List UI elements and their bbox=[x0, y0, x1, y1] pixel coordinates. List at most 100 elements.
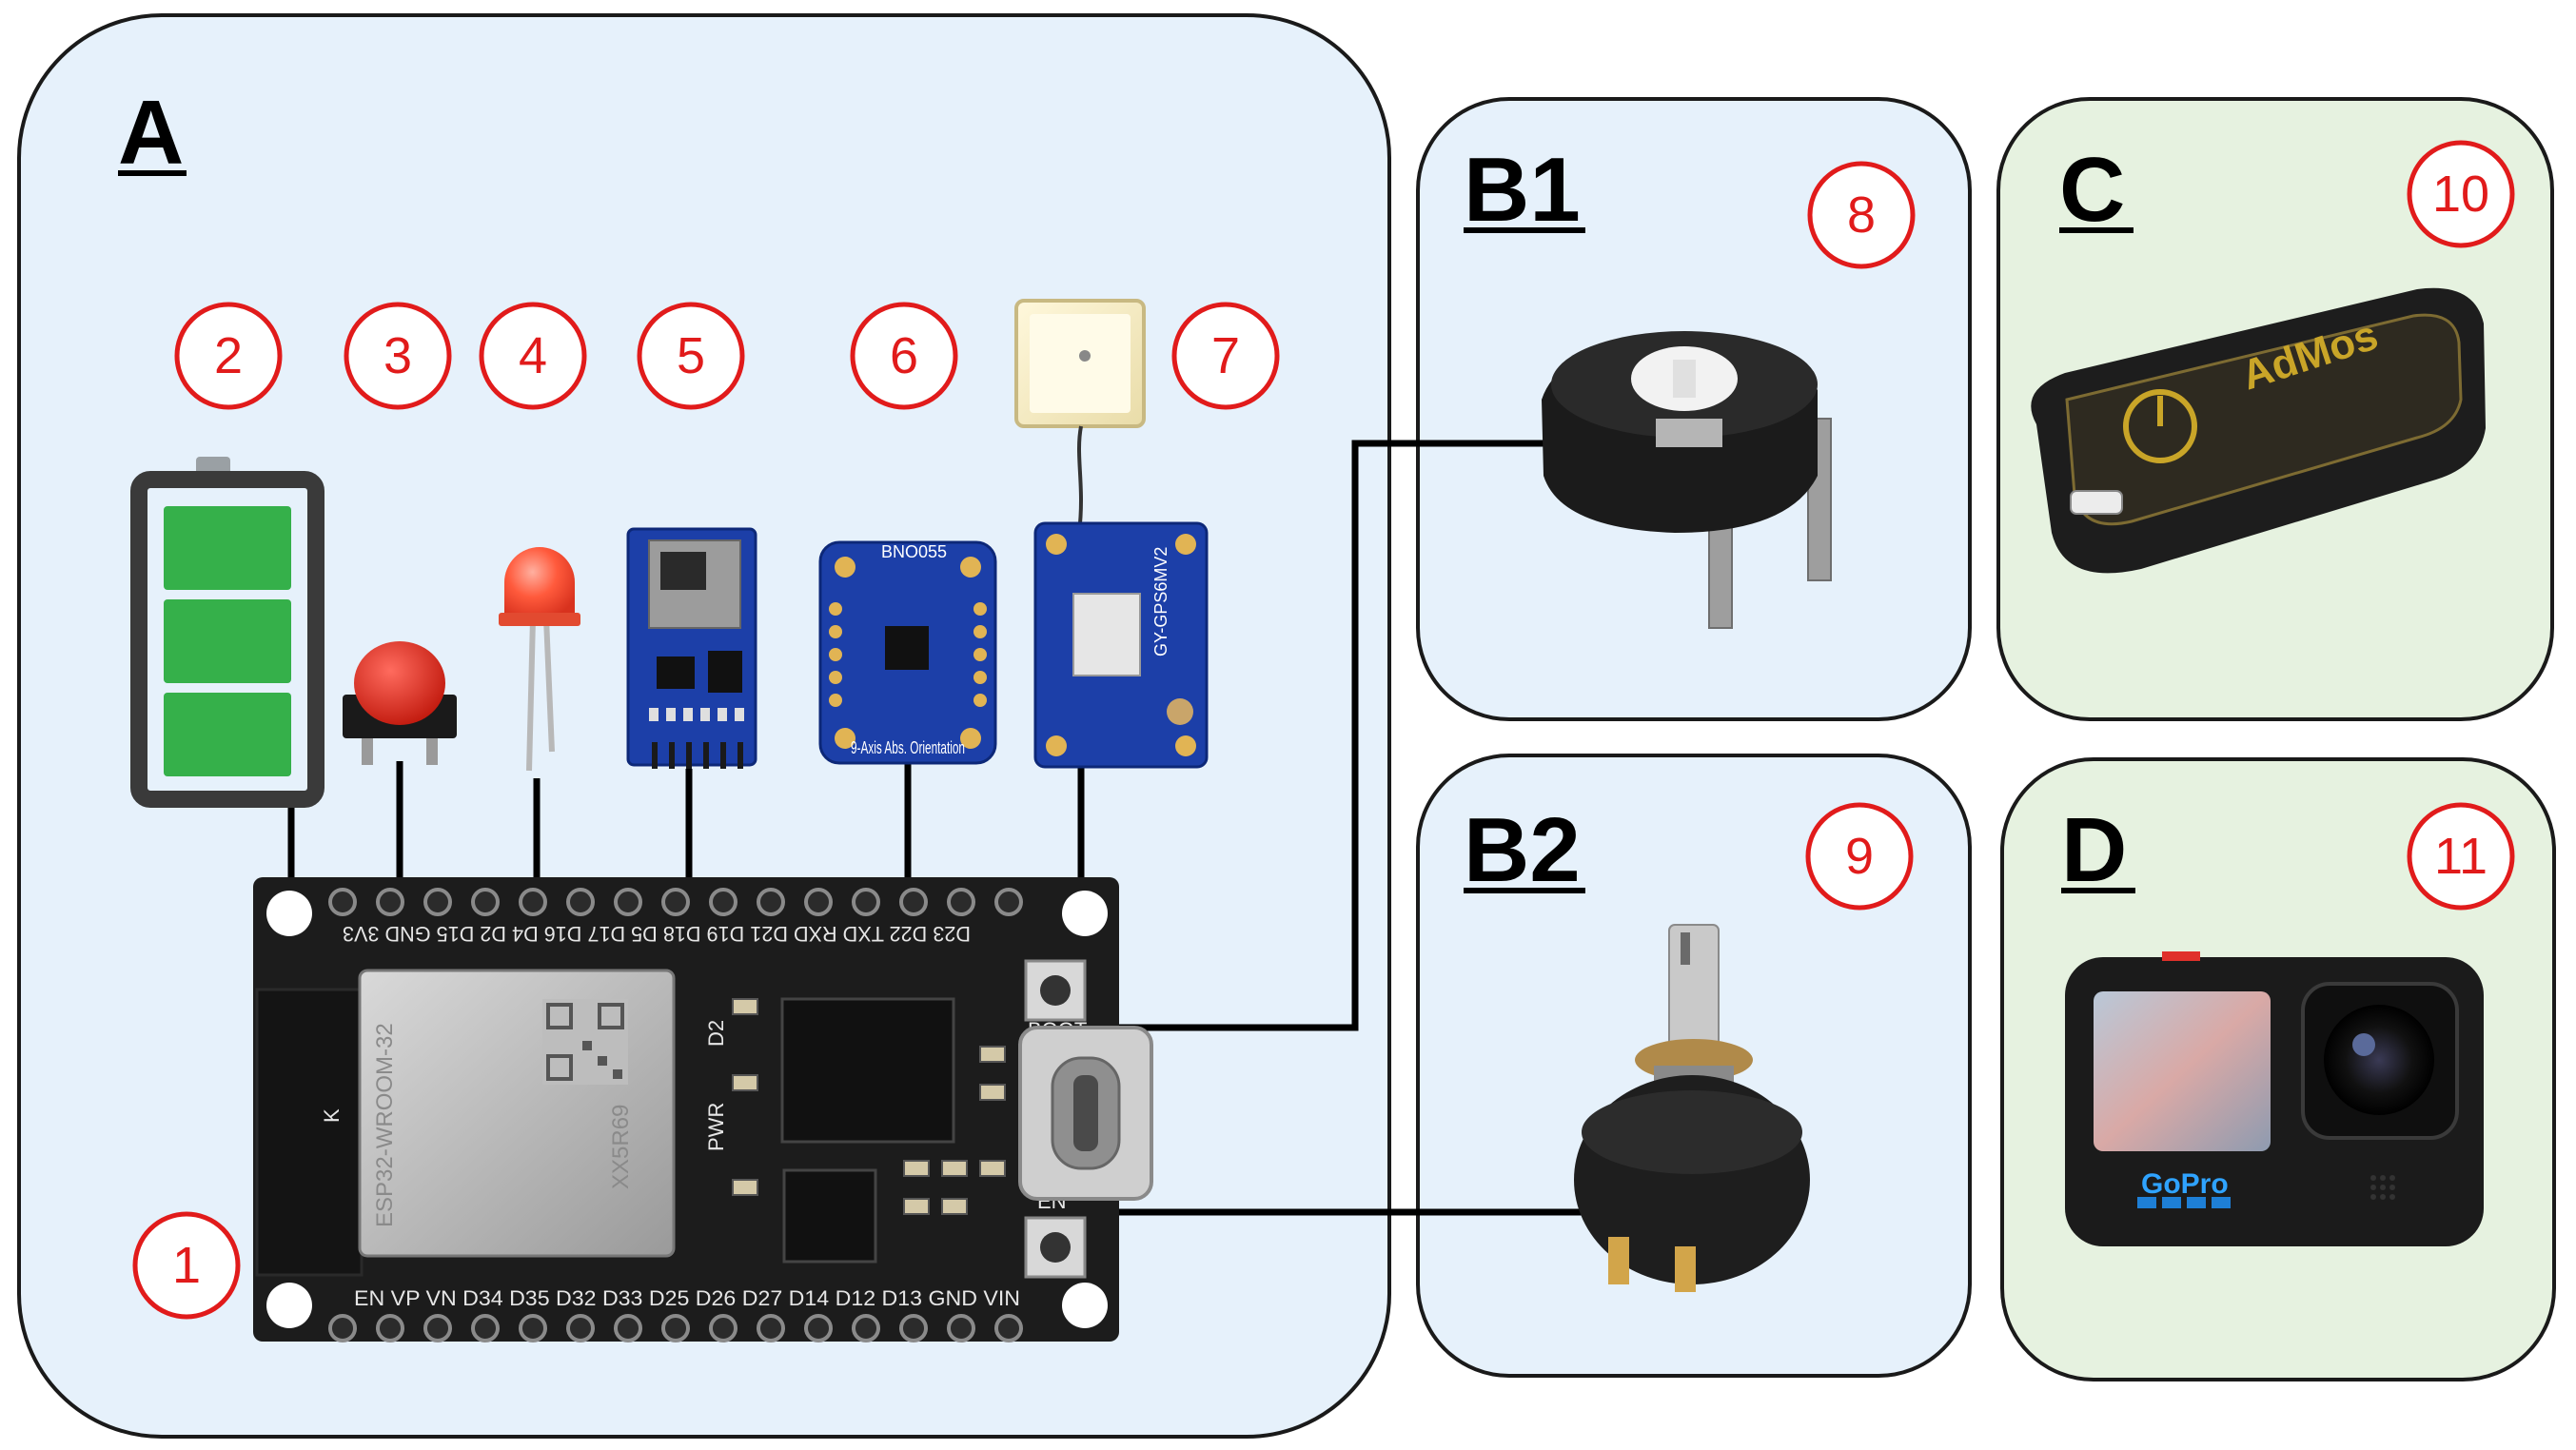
header-pin bbox=[471, 888, 500, 916]
header-pin bbox=[376, 1314, 404, 1342]
imu-sub-label: 9-Axis Abs. Orientation bbox=[851, 738, 965, 757]
header-pin bbox=[566, 1314, 595, 1342]
header-pin bbox=[804, 1314, 833, 1342]
d2-label: D2 bbox=[704, 1020, 728, 1047]
header-pin bbox=[709, 888, 737, 916]
admos-device-icon: AdMos bbox=[2031, 287, 2486, 574]
svg-text:2: 2 bbox=[214, 327, 243, 384]
smd-component bbox=[903, 1160, 930, 1177]
wire-potentiometer-b1 bbox=[1119, 440, 1549, 1031]
sd-card-module-icon bbox=[626, 527, 757, 769]
header-pin bbox=[994, 888, 1023, 916]
mount-hole bbox=[1062, 891, 1108, 936]
marker-11: 11 bbox=[2407, 802, 2515, 911]
header-pin bbox=[328, 888, 357, 916]
header-pin bbox=[471, 1314, 500, 1342]
antenna-area bbox=[255, 988, 364, 1277]
svg-text:8: 8 bbox=[1847, 186, 1876, 244]
header-pin bbox=[899, 888, 928, 916]
usb-c-port[interactable] bbox=[1018, 1026, 1153, 1201]
svg-text:10: 10 bbox=[2432, 166, 2489, 223]
k-label: K bbox=[320, 1108, 344, 1123]
svg-text:5: 5 bbox=[677, 327, 705, 384]
smd-component bbox=[941, 1198, 968, 1215]
svg-text:4: 4 bbox=[519, 327, 547, 384]
header-pin bbox=[804, 888, 833, 916]
gps-label: GY-GPS6MV2 bbox=[1151, 547, 1170, 656]
smd-component bbox=[732, 1074, 758, 1091]
marker-9: 9 bbox=[1805, 802, 1914, 911]
panel-a-label: A bbox=[118, 82, 184, 184]
smd-component bbox=[903, 1198, 930, 1215]
header-pin bbox=[423, 888, 452, 916]
marker-10: 10 bbox=[2407, 140, 2515, 248]
header-pin bbox=[661, 888, 690, 916]
mount-hole bbox=[266, 891, 312, 936]
smd-component bbox=[979, 1160, 1006, 1177]
panel-d-label: D bbox=[2061, 799, 2127, 901]
header-pin bbox=[328, 1314, 357, 1342]
header-pin bbox=[899, 1314, 928, 1342]
marker-7: 7 bbox=[1171, 302, 1280, 410]
gopro-camera-icon: GoPro bbox=[2065, 951, 2484, 1246]
top-header-pins bbox=[328, 888, 1023, 916]
marker-4: 4 bbox=[479, 302, 587, 410]
svg-text:6: 6 bbox=[890, 327, 918, 384]
header-pin bbox=[566, 888, 595, 916]
header-pin bbox=[614, 1314, 642, 1342]
smd-component bbox=[732, 998, 758, 1015]
mount-hole bbox=[266, 1283, 312, 1328]
mount-hole bbox=[1062, 1283, 1108, 1328]
header-pin bbox=[661, 1314, 690, 1342]
header-pin bbox=[614, 888, 642, 916]
marker-2: 2 bbox=[174, 302, 283, 410]
bottom-pin-labels: EN VP VN D34 D35 D32 D33 D25 D26 D27 D14… bbox=[354, 1286, 1020, 1310]
smd-component bbox=[732, 1179, 758, 1196]
svg-text:9: 9 bbox=[1845, 828, 1874, 885]
header-pin bbox=[757, 1314, 785, 1342]
en-button[interactable] bbox=[1024, 1216, 1087, 1279]
top-pin-labels: D23 D22 TXD RXD D21 D19 D18 D5 D17 D16 D… bbox=[343, 922, 971, 946]
header-pin bbox=[519, 1314, 547, 1342]
wires bbox=[287, 440, 1610, 1216]
pwr-label: PWR bbox=[704, 1103, 728, 1151]
panel-b1-label: B1 bbox=[1464, 139, 1581, 241]
smd-component bbox=[941, 1160, 968, 1177]
header-pin bbox=[947, 888, 975, 916]
number-markers: 1 2 3 4 5 6 7 8 9 10 11 bbox=[132, 140, 2515, 1320]
header-pin bbox=[709, 1314, 737, 1342]
imu-bno055-icon: BNO055 9-Axis Abs. Orientation bbox=[818, 540, 997, 765]
battery-icon bbox=[130, 457, 324, 808]
imu-label: BNO055 bbox=[881, 542, 947, 561]
gps-module-icon: GY-GPS6MV2 bbox=[1014, 299, 1209, 769]
regulator-chip bbox=[780, 997, 955, 1144]
svg-text:1: 1 bbox=[172, 1237, 201, 1294]
trim-potentiometer-icon bbox=[1542, 331, 1832, 629]
marker-6: 6 bbox=[850, 302, 958, 410]
boot-button[interactable] bbox=[1024, 959, 1087, 1022]
marker-5: 5 bbox=[637, 302, 745, 410]
esp32-board: D23 D22 TXD RXD D21 D19 D18 D5 D17 D16 D… bbox=[253, 877, 1153, 1342]
header-pin bbox=[994, 1314, 1023, 1342]
header-pin bbox=[376, 888, 404, 916]
header-pin bbox=[852, 888, 880, 916]
smd-component bbox=[979, 1084, 1006, 1101]
usb-uart-chip bbox=[782, 1168, 877, 1264]
header-pin bbox=[519, 888, 547, 916]
header-pin bbox=[852, 1314, 880, 1342]
header-pin bbox=[757, 888, 785, 916]
marker-3: 3 bbox=[344, 302, 452, 410]
marker-8: 8 bbox=[1807, 161, 1916, 269]
qr-code bbox=[542, 999, 628, 1085]
push-button-icon bbox=[343, 641, 457, 765]
svg-text:3: 3 bbox=[383, 327, 412, 384]
esp32-module-code: XX5R69 bbox=[608, 1105, 634, 1189]
svg-text:11: 11 bbox=[2434, 828, 2488, 885]
esp32-module-label: ESP32-WROOM-32 bbox=[372, 1023, 398, 1227]
bottom-header-pins bbox=[328, 1314, 1023, 1342]
header-pin bbox=[423, 1314, 452, 1342]
panel-b2-label: B2 bbox=[1464, 799, 1581, 901]
panel-c-label: C bbox=[2059, 139, 2125, 241]
gopro-label: GoPro bbox=[2141, 1168, 2229, 1200]
